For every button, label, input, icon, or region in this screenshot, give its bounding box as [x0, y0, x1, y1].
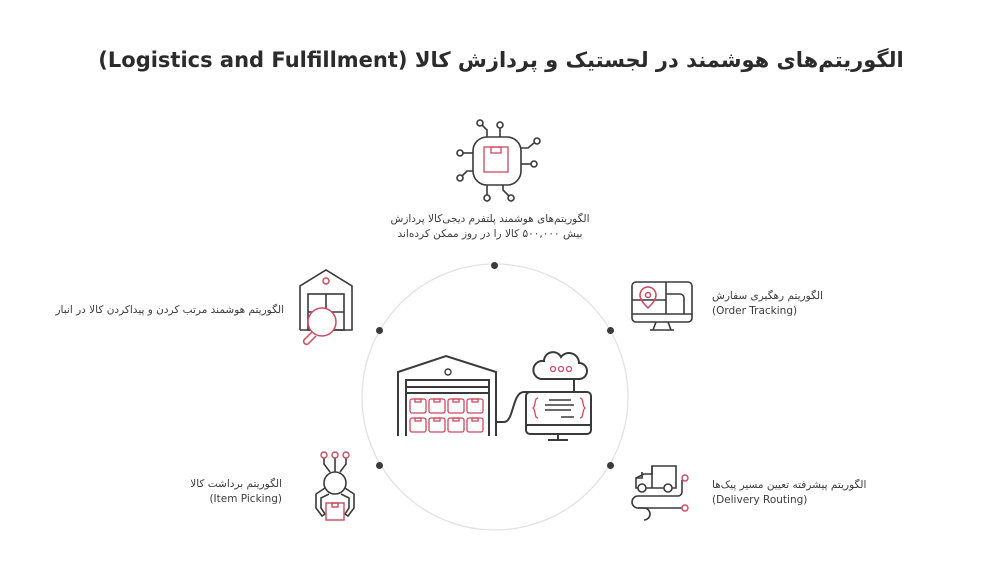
node-right-bottom-line1: الگوریتم پیشرفته تعیین مسیر پیک‌ها [712, 479, 867, 491]
circle-dot-right-top [607, 327, 614, 334]
node-right-bottom-line2: (Delivery Routing) [712, 494, 808, 506]
node-right-bottom-text: الگوریتم پیشرفته تعیین مسیر پیک‌ها (Deli… [712, 478, 932, 508]
circle-dot-left-top [376, 327, 383, 334]
node-left-bottom-text: الگوریتم برداشت کالا (Item Picking) [80, 477, 282, 507]
node-left-top-line1: الگوریتم هوشمند مرتب کردن و پیداکردن کال… [55, 304, 284, 316]
node-right-top-text: الگوریتم رهگیری سفارش (Order Tracking) [712, 289, 912, 319]
node-right-top-line2: (Order Tracking) [712, 305, 798, 317]
page-title: الگوریتم‌های هوشمند در لجستیک و پردازش ک… [98, 48, 904, 72]
node-top-text: الگوریتم‌های هوشمند پلتفرم دیجی‌کالا پرد… [360, 212, 620, 242]
circle-dot-left-bottom [376, 462, 383, 469]
truck-route-icon [631, 465, 689, 521]
node-top-line2: بیش ۵۰۰,۰۰۰ کالا را در روز ممکن کرده‌اند [397, 228, 583, 240]
node-left-bottom-line1: الگوریتم برداشت کالا [190, 478, 282, 490]
node-left-top-text: الگوریتم هوشمند مرتب کردن و پیداکردن کال… [40, 303, 284, 318]
circle-dot-right-bottom [607, 462, 614, 469]
warehouse-cloud-illustration [397, 351, 592, 441]
circle-dot-top [491, 262, 498, 269]
monitor-map-pin-icon [631, 281, 693, 331]
node-top-line1: الگوریتم‌های هوشمند پلتفرم دیجی‌کالا پرد… [390, 213, 590, 225]
node-left-bottom-line2: (Item Picking) [209, 493, 282, 505]
warehouse-search-icon [299, 269, 353, 346]
node-right-top-line1: الگوریتم رهگیری سفارش [712, 290, 823, 302]
robot-claw-icon [315, 451, 355, 521]
chip-box-icon [456, 119, 541, 202]
